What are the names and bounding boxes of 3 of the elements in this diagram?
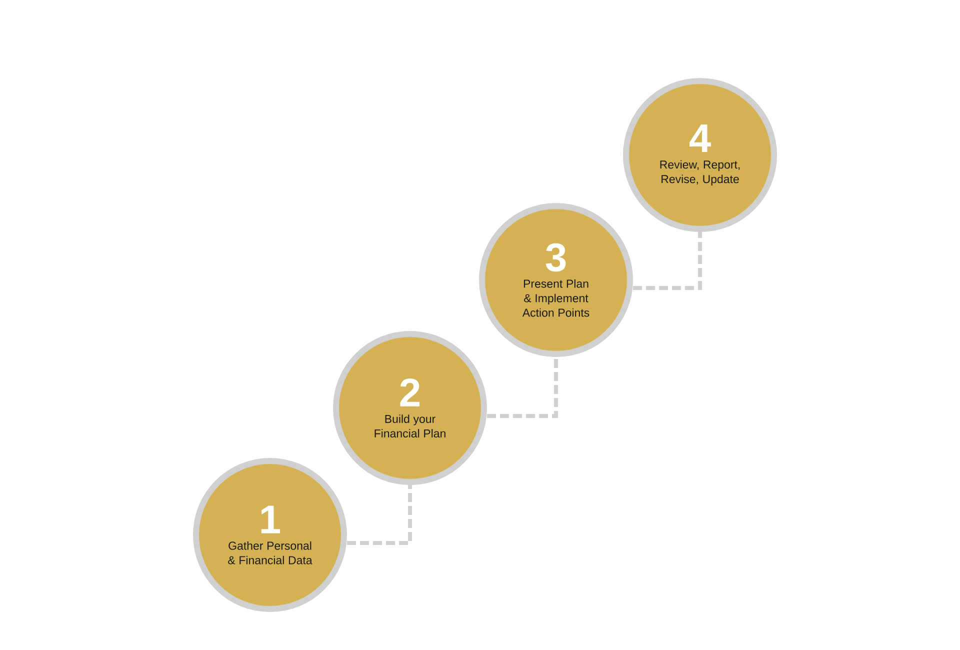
dashed-connector: [487, 357, 558, 418]
dashed-connector: [633, 232, 702, 290]
dashed-connector: [347, 485, 412, 545]
